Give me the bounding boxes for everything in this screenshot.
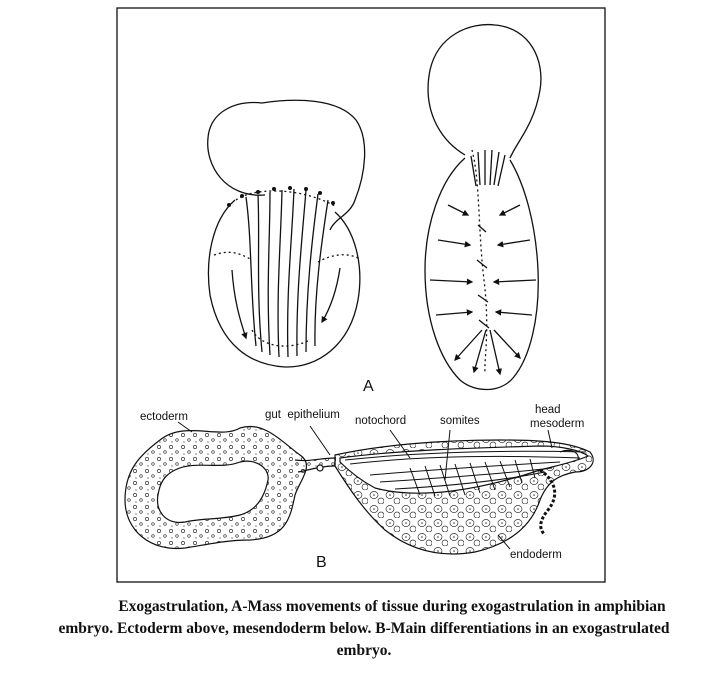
panel-a-left-embryo xyxy=(207,99,366,368)
panel-a-left-dots xyxy=(227,186,335,207)
label-somites: somites xyxy=(440,415,480,427)
label-gut-epithelium: gut epithelium xyxy=(265,409,340,421)
exogastrulation-figure: A ectoderm gut epithel xyxy=(116,7,606,583)
panel-a-right-embryo xyxy=(424,23,542,391)
caption-line-1: Exogastrulation, A-Mass movements of tis… xyxy=(118,598,666,615)
panel-b-leaders xyxy=(177,421,553,550)
caption-line-3: embryo. xyxy=(336,642,392,659)
label-endoderm: endoderm xyxy=(510,549,562,561)
panel-b-embryo xyxy=(124,425,594,555)
figure-border xyxy=(116,7,606,583)
label-head-mesoderm-line1: head xyxy=(535,404,561,416)
label-ectoderm: ectoderm xyxy=(140,411,188,423)
panel-b-label: B xyxy=(316,554,327,571)
label-notochord: notochord xyxy=(355,415,406,427)
panel-a-label: A xyxy=(363,378,374,395)
figure-caption: Exogastrulation, A-Mass movements of tis… xyxy=(0,596,728,662)
label-head-mesoderm-line2: mesoderm xyxy=(530,418,584,430)
caption-line-2: embryo. Ectoderm above, mesendoderm belo… xyxy=(58,620,670,637)
